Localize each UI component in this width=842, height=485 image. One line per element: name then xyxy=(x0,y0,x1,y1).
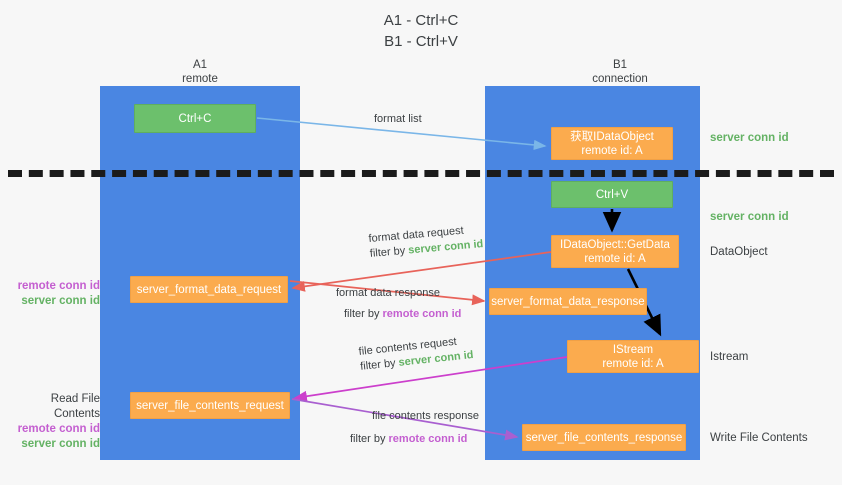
label-read-file-contents: Read File Contents xyxy=(50,393,100,420)
edge-label-file-contents-response: file contents response filter by remote … xyxy=(350,409,479,447)
edge-label-format-list: format list xyxy=(374,113,422,125)
column-a1-name: A1 xyxy=(192,59,208,71)
arrow-format-data-request xyxy=(291,251,552,292)
label-server-conn-id-mid: server conn id xyxy=(710,211,789,223)
label-server-conn-id-bottom: server conn id xyxy=(21,438,100,450)
node-server-file-contents-response[interactable]: server_file_contents_response xyxy=(522,424,686,451)
node-server-format-data-request[interactable]: server_format_data_request xyxy=(130,276,288,303)
node-idataobject-getdata-label: IDataObject::GetData xyxy=(560,238,670,251)
label-server-conn-id-top: server conn id xyxy=(710,132,789,144)
title-line-1: A1 - Ctrl+C xyxy=(383,12,459,29)
edge-label-file-contents-response-filter: filter by remote conn id xyxy=(350,432,479,447)
node-ctrl-v-label: Ctrl+V xyxy=(595,188,629,201)
edge-label-format-data-response: format data response filter by remote co… xyxy=(336,286,461,322)
node-server-format-data-request-label: server_format_data_request xyxy=(136,283,282,296)
edge-label-file-contents-response-line1: file contents response xyxy=(372,410,480,422)
column-b1-sub: connection xyxy=(592,73,648,85)
arrow-file-contents-request xyxy=(293,356,568,402)
edge-label-format-data-response-filter: filter by remote conn id xyxy=(344,307,461,322)
filter-prefix: filter by xyxy=(369,244,409,260)
edge-label-format-data-response-line1: format data response xyxy=(336,287,440,299)
label-left-conn-ids-mid: remote conn id server conn id xyxy=(8,279,100,309)
column-a1-sub: remote xyxy=(182,73,218,85)
node-server-file-contents-request-label: server_file_contents_request xyxy=(136,399,284,412)
node-server-file-contents-response-label: server_file_contents_response xyxy=(525,431,683,444)
title-line-2: B1 - Ctrl+V xyxy=(384,33,458,50)
node-server-format-data-response-label: server_format_data_response xyxy=(491,295,645,308)
label-remote-conn-id-bottom: remote conn id xyxy=(17,423,100,435)
column-b1-name: B1 xyxy=(612,59,628,71)
filter-prefix: filter by xyxy=(359,356,400,373)
node-istream[interactable]: IStream remote id: A xyxy=(567,340,699,373)
diagram-title: A1 - Ctrl+C B1 - Ctrl+V xyxy=(0,10,842,52)
node-ctrl-v[interactable]: Ctrl+V xyxy=(551,181,673,208)
node-server-format-data-response[interactable]: server_format_data_response xyxy=(489,288,647,315)
label-server-conn-id-left-mid: server conn id xyxy=(21,295,100,307)
node-ctrl-c[interactable]: Ctrl+C xyxy=(134,104,256,133)
label-istream: Istream xyxy=(710,351,749,363)
arrow-format-data-response xyxy=(289,280,486,306)
column-header-a1: A1 remote xyxy=(120,58,280,86)
node-server-file-contents-request[interactable]: server_file_contents_request xyxy=(130,392,290,419)
label-write-file-contents: Write File Contents xyxy=(710,432,808,444)
label-left-read-block: Read File Contents remote conn id server… xyxy=(8,392,100,452)
node-idataobject-getdata-remote-id: remote id: A xyxy=(584,252,646,265)
node-get-idataobject-remote-id: remote id: A xyxy=(581,144,643,157)
filter-prefix: filter by xyxy=(350,433,389,445)
phase-divider xyxy=(8,170,834,177)
filter-id-remote-conn: remote conn id xyxy=(388,433,468,445)
filter-id-remote-conn: remote conn id xyxy=(382,308,462,320)
arrow-file-contents-response xyxy=(291,398,519,441)
node-get-idataobject[interactable]: 获取IDataObject remote id: A xyxy=(551,127,673,160)
label-dataobject: DataObject xyxy=(710,246,768,258)
filter-prefix: filter by xyxy=(344,308,383,320)
node-get-idataobject-label: 获取IDataObject xyxy=(570,130,654,143)
column-header-b1: B1 connection xyxy=(540,58,700,86)
label-remote-conn-id-mid: remote conn id xyxy=(17,280,100,292)
node-istream-remote-id: remote id: A xyxy=(602,357,664,370)
node-istream-label: IStream xyxy=(612,343,654,356)
node-ctrl-c-label: Ctrl+C xyxy=(178,112,212,125)
arrow-format-list xyxy=(256,117,547,151)
node-idataobject-getdata[interactable]: IDataObject::GetData remote id: A xyxy=(551,235,679,268)
